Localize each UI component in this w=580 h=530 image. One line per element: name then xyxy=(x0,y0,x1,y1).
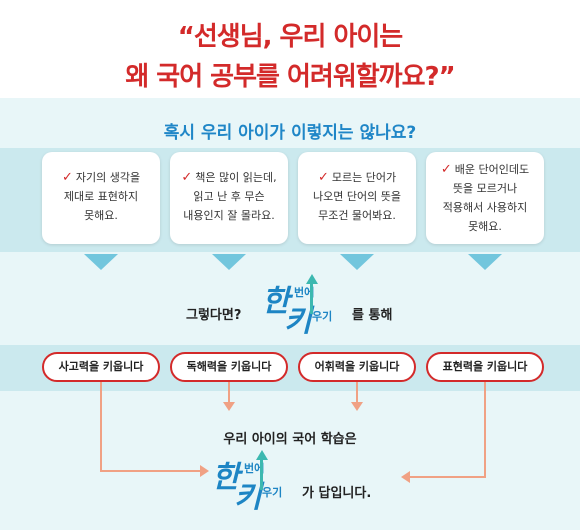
arrow-right-icon xyxy=(200,465,209,477)
problem-card-2: ✓책은 많이 읽는데, 읽고 난 후 무슨 내용인지 잘 몰라요. xyxy=(170,152,288,244)
down-arrow-icon xyxy=(340,254,374,270)
connector-line xyxy=(100,382,102,472)
problem-card-4: ✓배운 단어인데도 뜻을 모르거나 적용해서 사용하지 못해요. xyxy=(426,152,544,244)
card-text: 읽고 난 후 무슨 xyxy=(193,190,265,203)
check-icon: ✓ xyxy=(181,170,193,185)
card-text: 모르는 단어가 xyxy=(331,171,397,184)
then-row: 그렇다면? 한 번에 키 우기 를 통해 xyxy=(0,274,580,339)
arrow-down-icon xyxy=(351,402,363,411)
result-text: 우리 아이의 국어 학습은 xyxy=(223,432,357,447)
skill-badge-4: 표현력을 키웁니다 xyxy=(426,352,544,382)
down-arrow-icon xyxy=(212,254,246,270)
card-text: 못해요. xyxy=(84,209,118,222)
skill-badge-2: 독해력을 키웁니다 xyxy=(170,352,288,382)
connector-line xyxy=(228,382,230,404)
growth-arrow-icon xyxy=(256,450,268,460)
connector-line xyxy=(356,382,358,404)
logo-han: 한 xyxy=(262,284,290,319)
question-heading: 혹시 우리 아이가 이렇지는 않나요? xyxy=(163,123,417,143)
arrow-down-icon xyxy=(223,402,235,411)
logo-beon: 번에 xyxy=(294,286,315,299)
down-arrow-icon xyxy=(468,254,502,270)
logo-ugi: 우기 xyxy=(262,486,283,499)
down-arrow-icon xyxy=(84,254,118,270)
arrow-left-icon xyxy=(401,471,410,483)
card-text: 책은 많이 읽는데, xyxy=(195,171,277,184)
logo-beon: 번에 xyxy=(244,462,265,475)
card-text: 무조건 물어봐요. xyxy=(318,209,396,222)
brand-logo: 한 번에 키 우기 xyxy=(262,274,352,339)
card-text: 못해요. xyxy=(468,220,502,233)
connector-line xyxy=(484,382,486,478)
card-text: 뜻을 모르거나 xyxy=(452,182,518,195)
headline-line-2: 왜 국어 공부를 어려워할까요?” xyxy=(125,62,455,92)
card-text: 배운 단어인데도 xyxy=(454,163,530,176)
card-text: 제대로 표현하지 xyxy=(63,190,139,203)
card-text: 적용해서 사용하지 xyxy=(442,201,528,214)
logo-han: 한 xyxy=(212,460,240,495)
check-icon: ✓ xyxy=(61,170,73,185)
connector-line xyxy=(100,470,200,472)
logo-ki: 키 xyxy=(284,304,312,339)
card-text: 나오면 단어의 뜻을 xyxy=(313,190,401,203)
logo-ki: 키 xyxy=(234,480,262,515)
skill-badge-1: 사고력을 키웁니다 xyxy=(42,352,160,382)
check-icon: ✓ xyxy=(317,170,329,185)
connector-line xyxy=(410,476,486,478)
growth-arrow-icon xyxy=(306,274,318,284)
card-text: 내용인지 잘 몰라요. xyxy=(183,209,275,222)
check-icon: ✓ xyxy=(440,162,452,177)
final-suffix: 가 답입니다. xyxy=(302,486,372,501)
brand-logo: 한 번에 키 우기 xyxy=(212,450,302,515)
headline-line-1: “선생님, 우리 아이는 xyxy=(177,22,403,52)
then-suffix: 를 통해 xyxy=(352,308,393,323)
final-row: 한 번에 키 우기 가 답입니다. xyxy=(0,450,580,515)
growth-arrow-stem xyxy=(310,284,313,314)
logo-ugi: 우기 xyxy=(312,310,333,323)
skill-badge-3: 어휘력을 키웁니다 xyxy=(298,352,416,382)
card-text: 자기의 생각을 xyxy=(75,171,141,184)
growth-arrow-stem xyxy=(260,460,263,490)
then-prefix: 그렇다면? xyxy=(186,308,242,323)
problem-card-3: ✓모르는 단어가 나오면 단어의 뜻을 무조건 물어봐요. xyxy=(298,152,416,244)
problem-card-1: ✓자기의 생각을 제대로 표현하지 못해요. xyxy=(42,152,160,244)
